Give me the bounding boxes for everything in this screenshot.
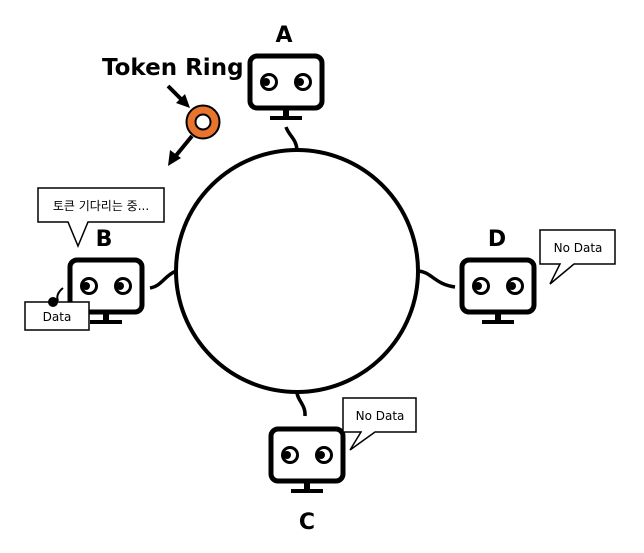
arrow-out-icon <box>168 134 194 166</box>
bubble-text-c: No Data <box>356 409 405 423</box>
data-tag-text: Data <box>43 310 72 324</box>
node-label-a: A <box>275 23 292 48</box>
node-label-b: B <box>96 227 113 252</box>
node-label-c: C <box>299 510 315 535</box>
speech-bubble-b: 토큰 기다리는 중... <box>37 187 165 248</box>
bubble-text-b: 토큰 기다리는 중... <box>53 199 149 213</box>
cable-a <box>284 126 299 151</box>
node-label-d: D <box>488 227 506 252</box>
cable-c <box>295 391 307 417</box>
monitor-icon <box>271 429 343 493</box>
token-icon <box>185 104 221 140</box>
network-ring <box>174 148 420 394</box>
arrow-in-icon <box>166 84 190 108</box>
computer-d <box>462 260 534 324</box>
speech-bubble-c: No Data <box>342 397 417 451</box>
computer-a <box>250 56 322 120</box>
monitor-icon <box>462 260 534 324</box>
cable-b <box>149 269 177 290</box>
cable-d <box>417 269 456 289</box>
data-tag: Data <box>24 287 90 331</box>
bubble-text-d: No Data <box>554 241 603 255</box>
speech-bubble-d: No Data <box>539 229 616 285</box>
computer-c <box>271 429 343 493</box>
monitor-icon <box>250 56 322 120</box>
diagram-title: Token Ring <box>102 55 244 81</box>
